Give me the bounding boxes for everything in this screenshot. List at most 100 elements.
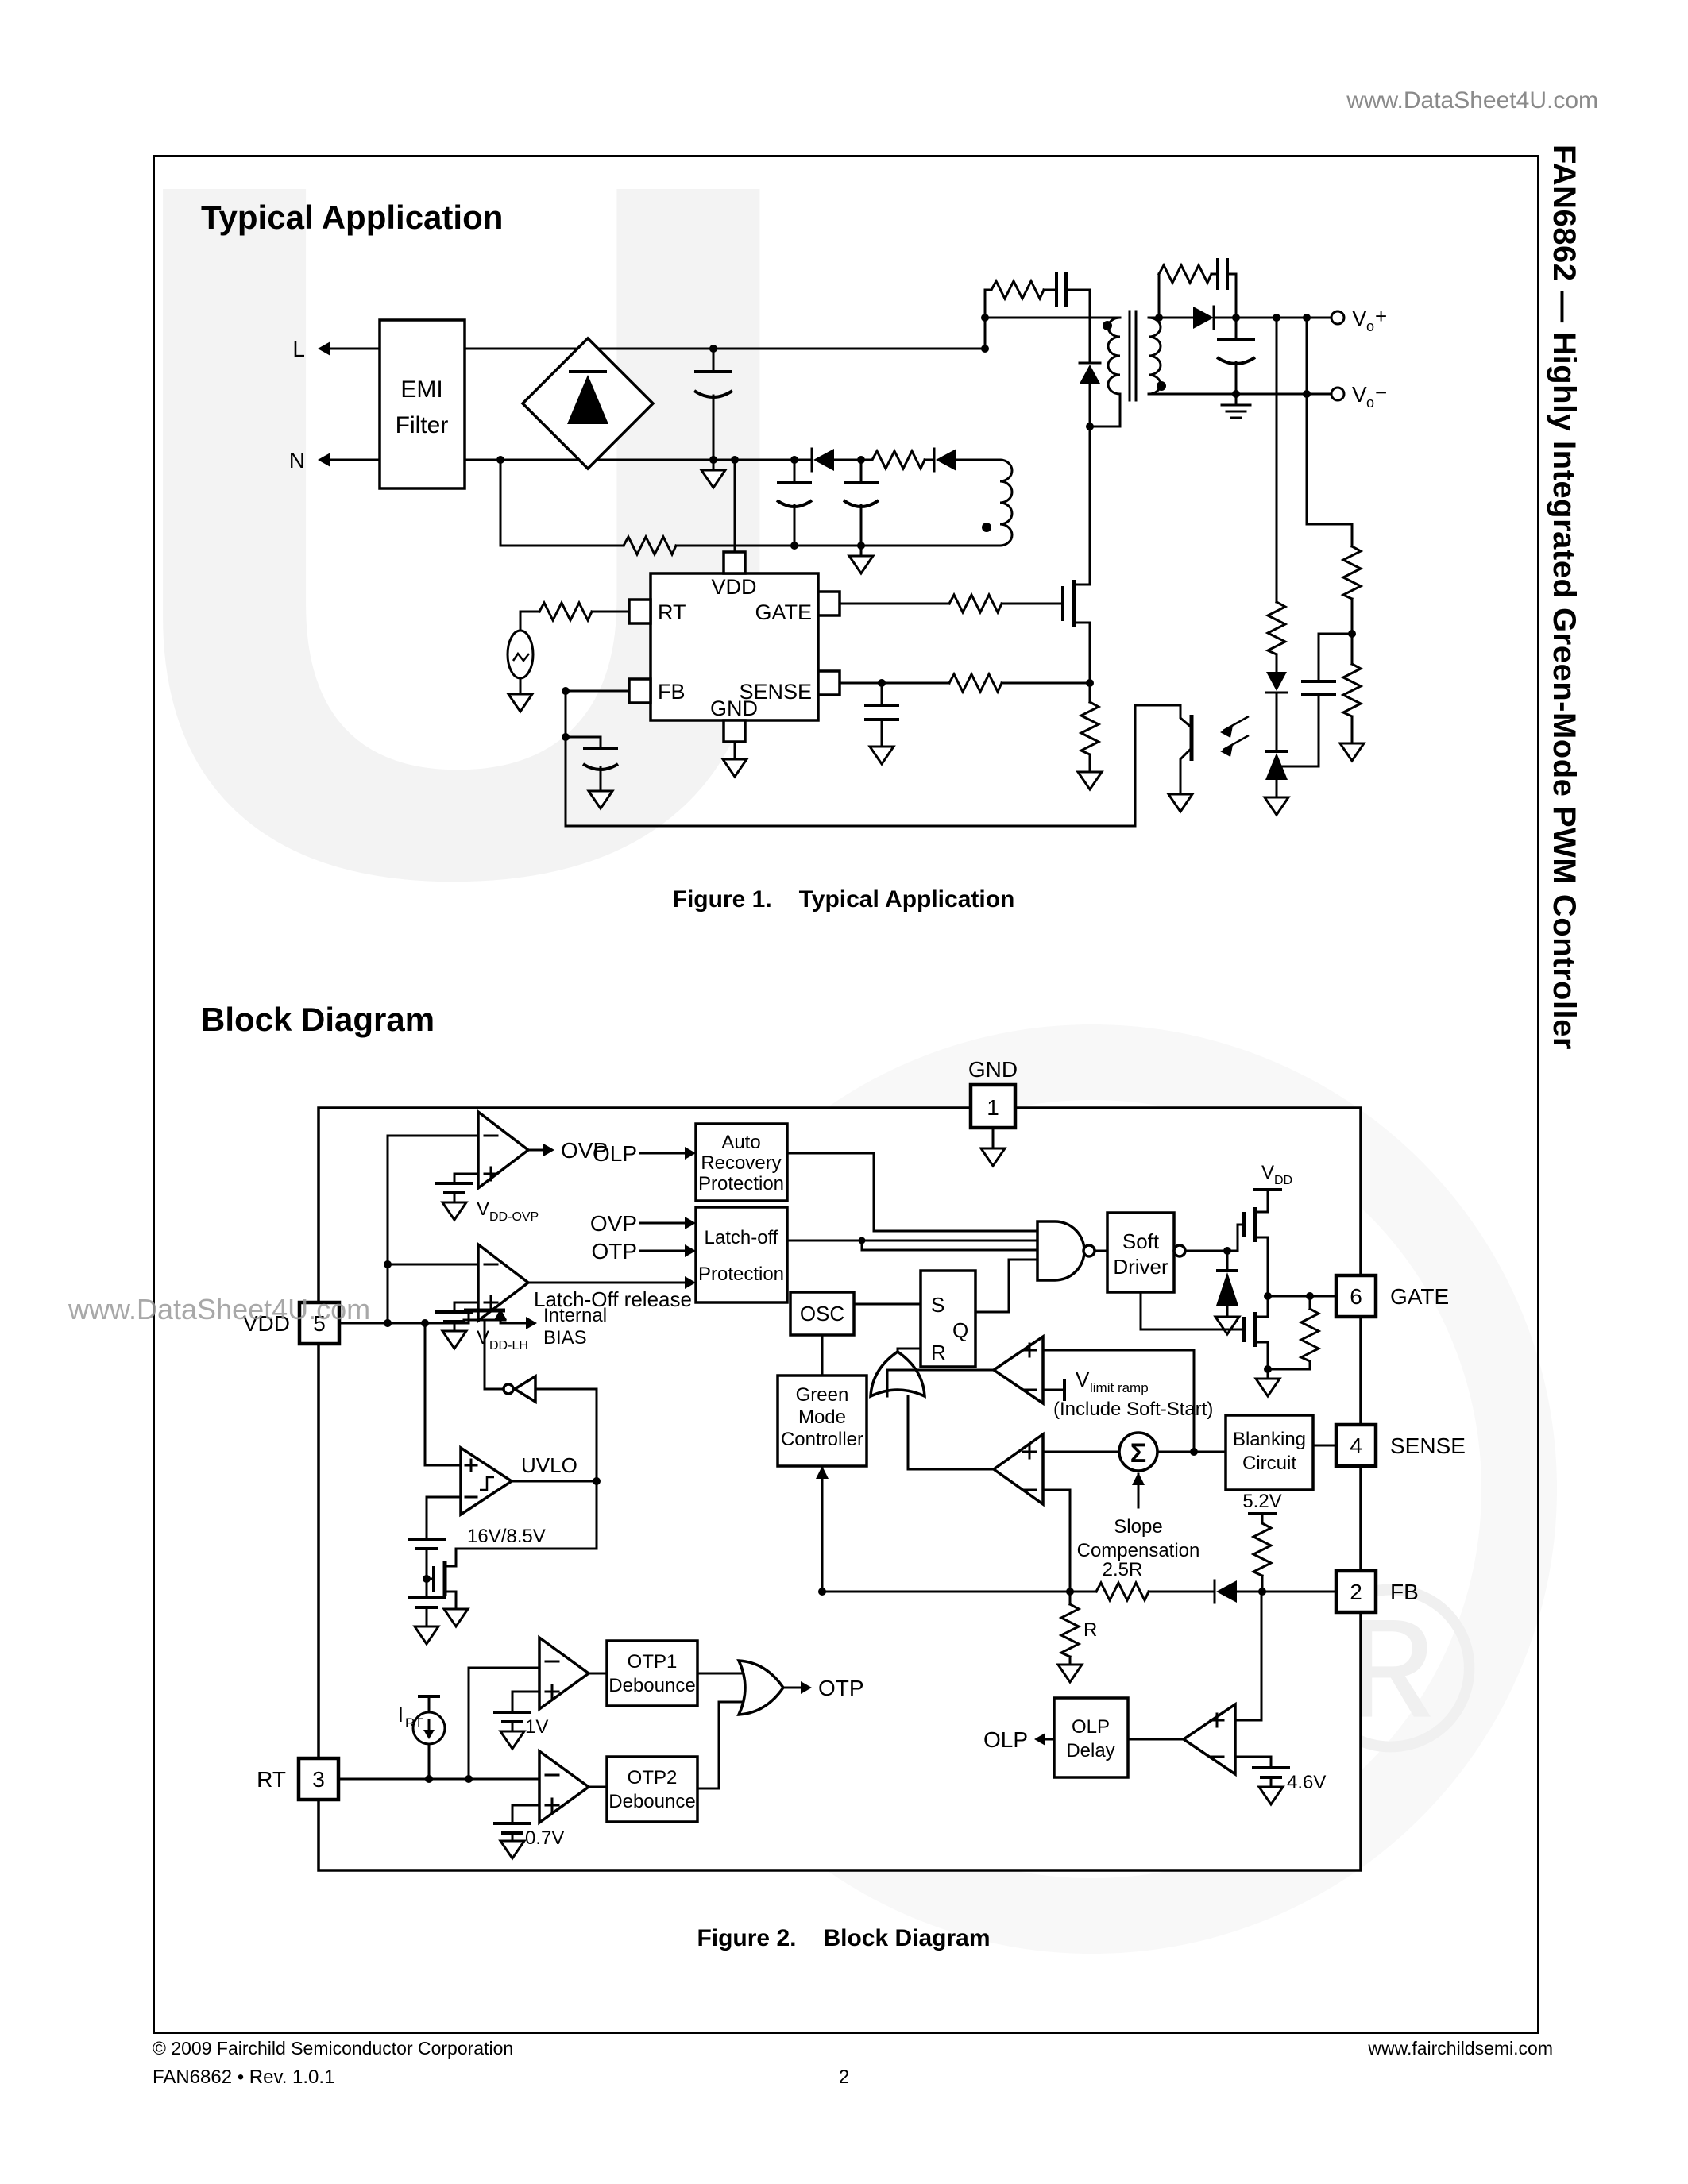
otp2-ref-label: 0.7V [525,1827,564,1849]
pin2-number: 2 [1350,1580,1362,1604]
gmc-l3: Controller [781,1429,863,1450]
fig1-caption-label: Figure 1. [672,886,772,913]
sr-flipflop: S Q R [852,1269,977,1368]
footer-page-number: 2 [838,2066,850,2088]
rt-network [506,601,631,713]
ic-rt-label: RT [658,600,686,624]
auto-recovery-l1: Auto [721,1132,760,1153]
fig1-heading: Typical Application [201,199,504,236]
pin1-label: GND [968,1057,1018,1082]
header-url: www.DataSheet4U.com [1346,87,1598,114]
vlimit-comparator: V limit ramp (Include Soft-Start) [991,1333,1213,1453]
ff-r: R [931,1341,946,1364]
vo-minus-sign: − [1375,380,1387,404]
pin6-number: 6 [1350,1284,1362,1309]
pin-rt: 3 RT [257,1756,341,1802]
fig1-caption: Figure 1. Typical Application [153,886,1535,913]
vo-plus-sign: + [1375,304,1387,328]
aux-supply [712,447,1014,575]
side-title: FAN6862 — Highly Integrated Green-Mode P… [1547,145,1582,1050]
fb-25r-label: 2.5R [1103,1559,1143,1580]
startup-resistor [496,456,1002,556]
osc-label: OSC [800,1302,844,1325]
vdd-top-sub: DD [1274,1174,1292,1187]
fb-section: 2 FB 5.2V 2.5R R [818,1491,1419,1684]
pin-gate: 6 GATE [1334,1273,1449,1319]
vlimit-sub: limit ramp [1090,1380,1149,1395]
fig2-caption: Figure 2.Block Diagram [153,1925,1535,1952]
auto-recovery-l3: Protection [698,1173,784,1194]
otp2-l2: Debounce [608,1791,695,1812]
fig2-heading: Block Diagram [201,1001,435,1038]
internal-bias-l2: BIAS [543,1327,587,1349]
figure2-schematic: GND 1 OVP V DD-OVP Latch-Off release V D… [243,1057,1466,1872]
footer-copyright: © 2009 Fairchild Semiconductor Corporati… [153,2038,514,2059]
current-comparator [991,1431,1121,1593]
soft-driver-l2: Driver [1113,1255,1168,1279]
fig1-caption-title: Typical Application [798,886,1015,913]
pin3-label: RT [257,1767,286,1792]
fb-network [562,687,631,810]
olp-section: 4.6V OLP Delay OLP [983,1590,1326,1806]
otp-out-label: OTP [818,1676,864,1700]
primary-clamp [712,272,1102,430]
vdd-lh-base: V [477,1327,489,1349]
osc-block: OSC [789,1291,856,1377]
olp-ref-label: 4.6V [1287,1772,1326,1793]
pin4-label: SENSE [1390,1433,1466,1458]
bulk-capacitor [693,345,734,489]
soft-driver-l1: Soft [1122,1229,1160,1253]
gate-totem-pole: V DD [1139,1162,1338,1398]
emi-line1: EMI [400,376,442,403]
pin4-number: 4 [1350,1433,1362,1458]
ic-gate-label: GATE [755,600,812,624]
secondary-output: V o + V o − [1147,258,1387,419]
pin6-label: GATE [1390,1284,1449,1309]
green-mode-block: Green Mode Controller [776,1374,868,1593]
ac-input: L N [289,337,381,473]
uvlo-label: UVLO [521,1453,577,1477]
n-label: N [289,448,305,473]
latch-off-l1: Latch-off [705,1227,778,1248]
feedback-network [564,314,1365,828]
olp-delay-l2: Delay [1066,1740,1114,1761]
internal-bias: Internal BIAS [338,1305,607,1550]
blanking-l2: Circuit [1242,1453,1296,1474]
vdd-ovp-sub: DD-OVP [489,1210,539,1224]
olp-out-label: OLP [983,1727,1028,1752]
vo-plus-base: V [1352,306,1367,330]
blanking-block: Blanking Circuit [1224,1414,1338,1491]
nand-gate [786,1152,1109,1314]
pin1-number: 1 [987,1095,999,1120]
irt-sub: RT [405,1715,423,1731]
ovp-out-label: OVP [561,1138,608,1163]
ff-s: S [931,1293,944,1317]
pin5-label: VDD [243,1311,290,1336]
ic-vdd-label: VDD [711,575,756,599]
footer-revision: FAN6862 • Rev. 1.0.1 [153,2066,335,2088]
fig2-caption-label: Figure 2. [697,1925,797,1951]
ic-gnd-label: GND [710,696,758,720]
vo-minus-sub: o [1366,395,1374,411]
fb-52v-label: 5.2V [1242,1491,1281,1512]
l-label: L [292,337,305,361]
latch-off-l2: Protection [698,1264,784,1285]
irt-base: I [398,1703,404,1727]
vlimit-base: V [1076,1368,1090,1391]
soft-driver-block: Soft Driver [1106,1211,1239,1294]
vdd-ovp-base: V [477,1198,489,1220]
ovp-in-label: OVP [590,1211,637,1236]
otp2-l1: OTP2 [628,1767,678,1788]
olp-in-label: OLP [593,1141,637,1166]
auto-recovery-l2: Recovery [701,1152,781,1174]
slope-l1: Slope [1114,1516,1162,1538]
bridge-rectifier [463,336,715,471]
pin5-number: 5 [313,1311,326,1336]
vo-plus-sub: o [1366,318,1374,334]
pin-vdd: 5 VDD [243,1300,342,1346]
slope-compensation: Σ Slope Compensation [1077,1431,1227,1561]
transformer [983,310,1166,428]
auto-recovery-block: Auto Recovery Protection OLP [593,1122,789,1202]
gmc-l1: Green [796,1384,849,1406]
sigma-symbol: Σ [1130,1438,1146,1468]
